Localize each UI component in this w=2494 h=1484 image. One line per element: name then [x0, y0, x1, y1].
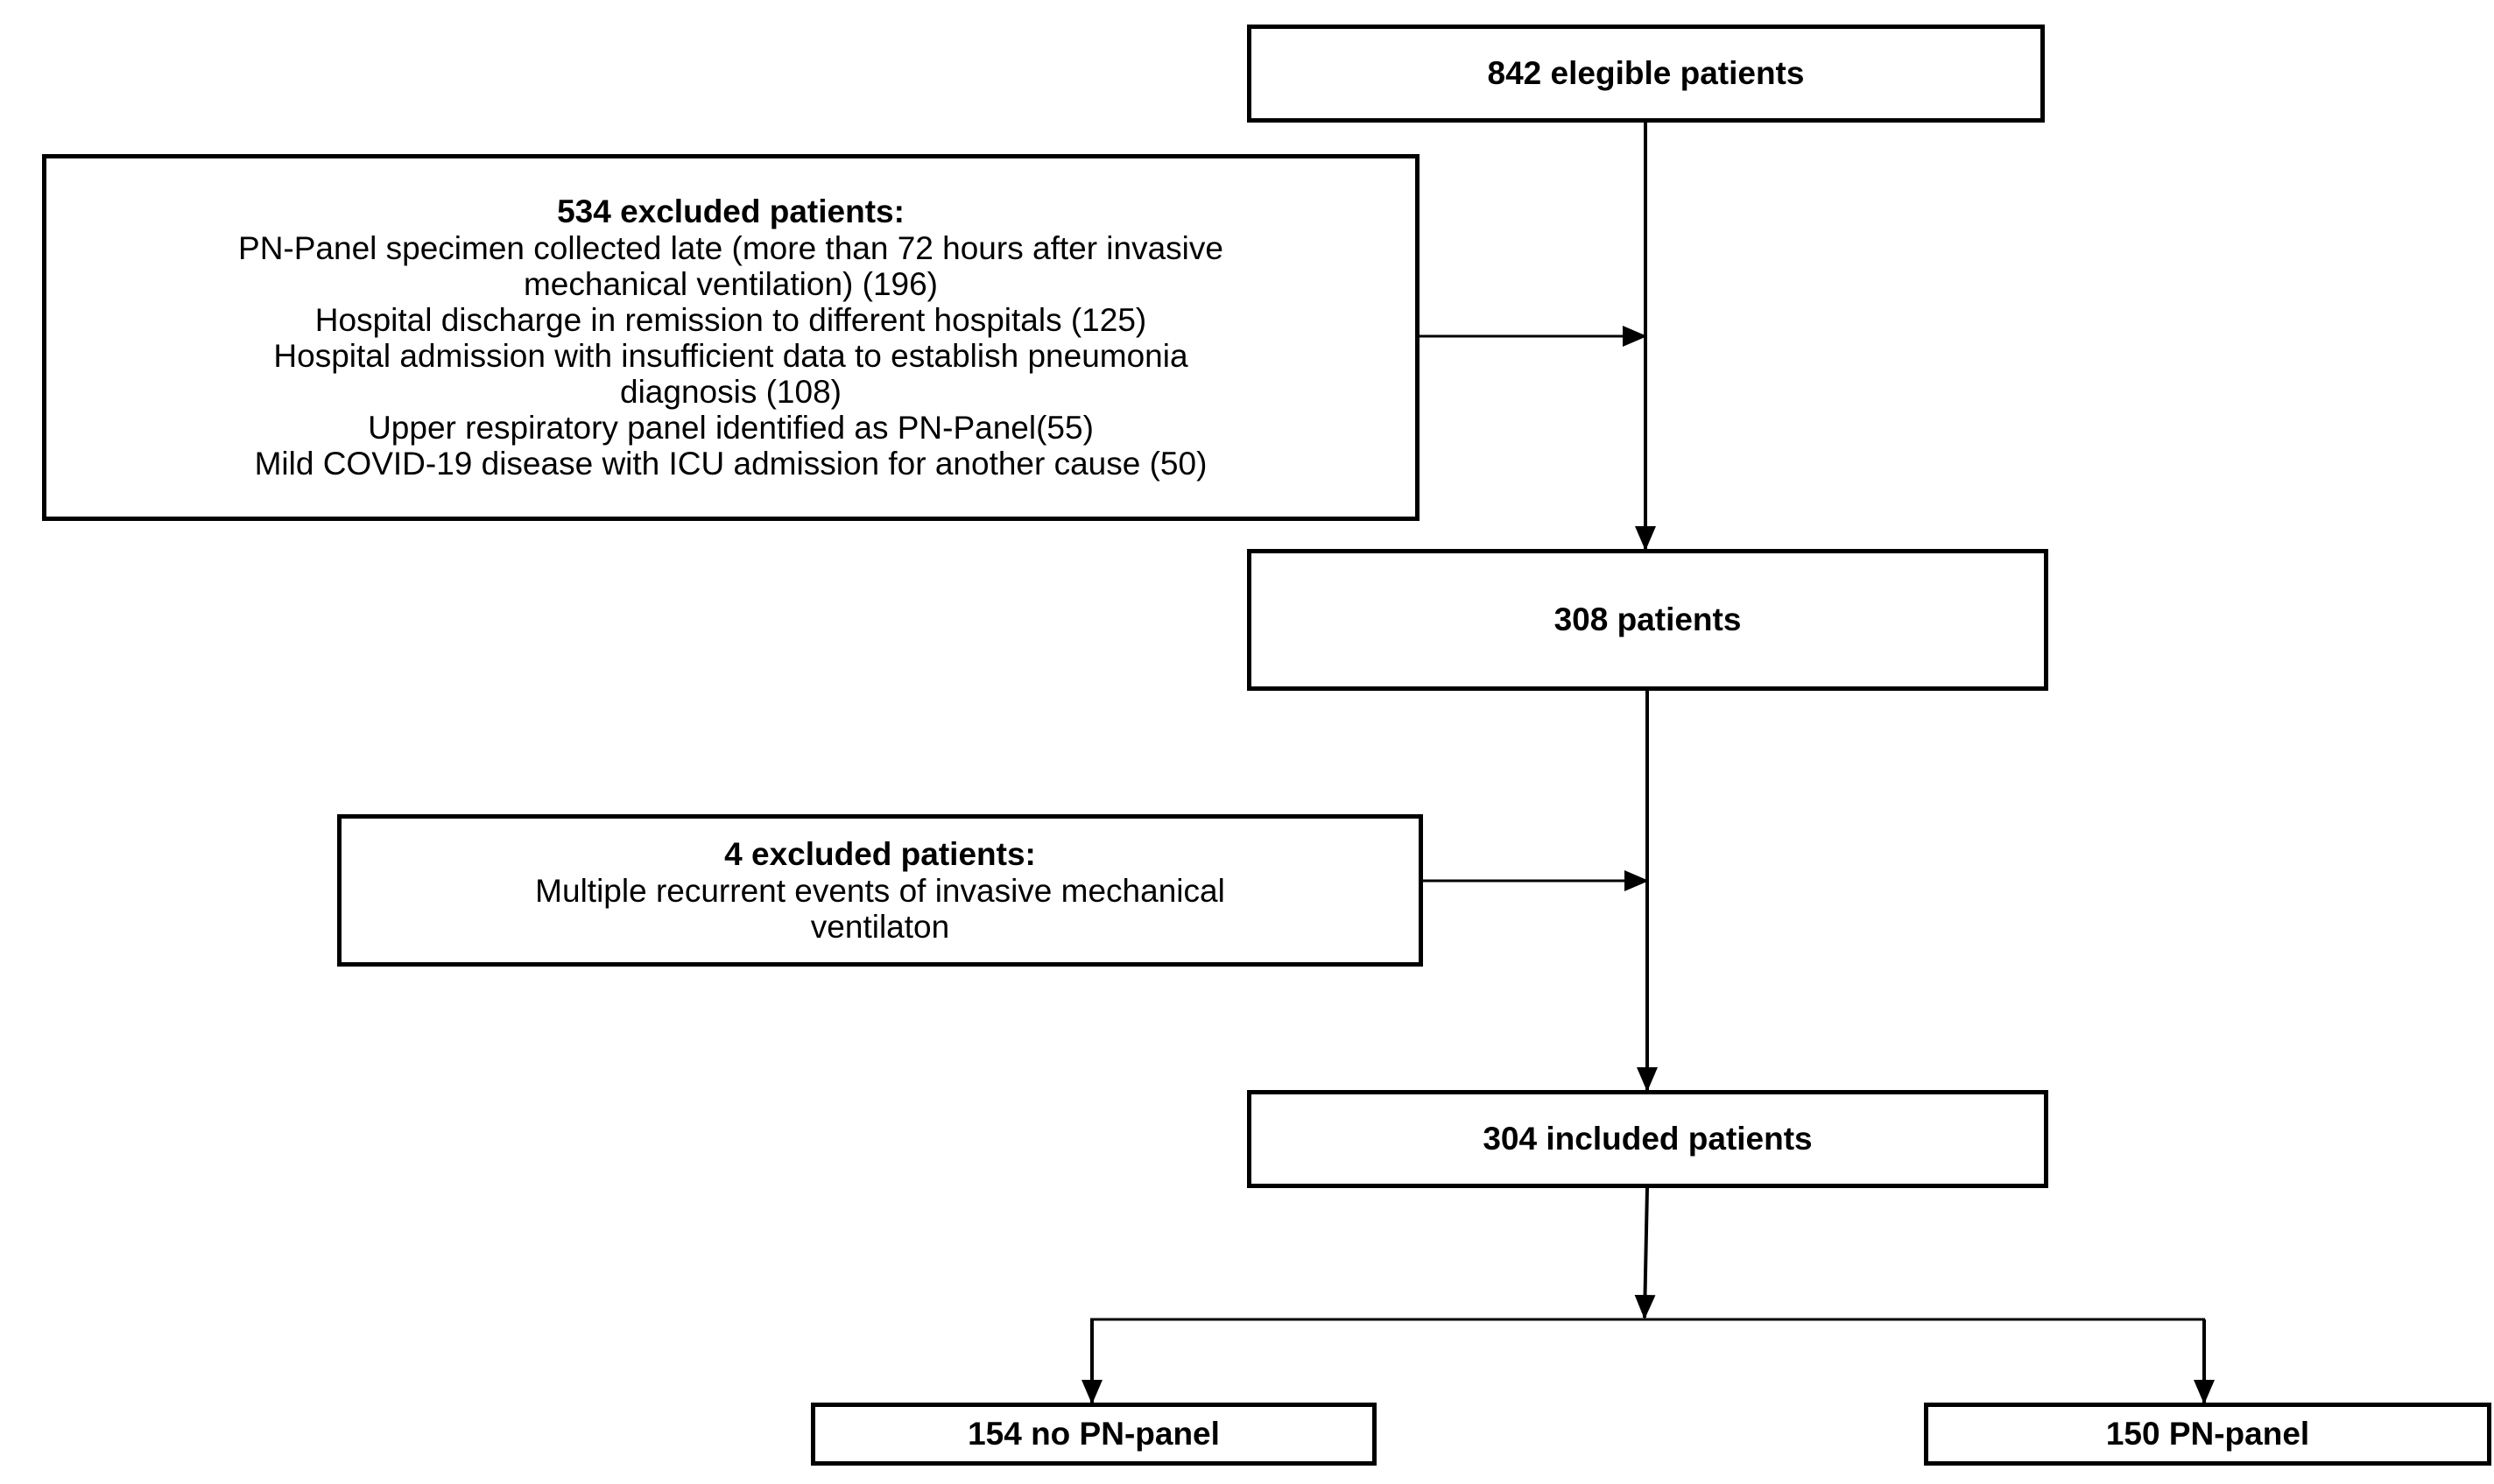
eligible-patients-box: 842 elegible patients: [1247, 25, 2045, 123]
exclusion-1-line: Mild COVID-19 disease with ICU admission…: [254, 446, 1208, 482]
exclusion-2-line: Multiple recurrent events of invasive me…: [535, 873, 1225, 909]
exclusion-1-line: Upper respiratory panel identified as PN…: [368, 410, 1094, 446]
exclusion-1-line: mechanical ventilation) (196): [523, 266, 938, 302]
exclusion-2-content: 4 excluded patients: Multiple recurrent …: [535, 836, 1225, 945]
pn-panel-label: 150 PN-panel: [2105, 1416, 2310, 1452]
arrow-included-to-split: [1634, 1187, 1656, 1319]
exclusion-1-title: 534 excluded patients:: [557, 193, 905, 229]
exclusion-2-line: ventilaton: [810, 909, 950, 945]
exclusion-1-line: PN-Panel specimen collected late (more t…: [238, 230, 1223, 266]
remaining-patients-box: 308 patients: [1247, 549, 2048, 691]
included-patients-box: 304 included patients: [1247, 1090, 2048, 1188]
eligible-patients-label: 842 elegible patients: [1487, 55, 1805, 91]
exclusion-1-line: Hospital discharge in remission to diffe…: [314, 302, 1147, 338]
exclusion-1-box: 534 excluded patients: PN-Panel specimen…: [42, 154, 1420, 521]
exclusion-2-title: 4 excluded patients:: [724, 836, 1036, 872]
no-pn-panel-box: 154 no PN-panel: [811, 1403, 1377, 1466]
exclusion-1-line: diagnosis (108): [620, 374, 842, 410]
exclusion-2-box: 4 excluded patients: Multiple recurrent …: [337, 814, 1423, 967]
pn-panel-box: 150 PN-panel: [1924, 1403, 2491, 1466]
no-pn-panel-label: 154 no PN-panel: [968, 1416, 1220, 1452]
exclusion-1-content: 534 excluded patients: PN-Panel specimen…: [238, 193, 1223, 482]
exclusion-1-line: Hospital admission with insufficient dat…: [273, 338, 1188, 374]
included-patients-label: 304 included patients: [1483, 1121, 1813, 1157]
remaining-patients-label: 308 patients: [1553, 601, 1742, 637]
